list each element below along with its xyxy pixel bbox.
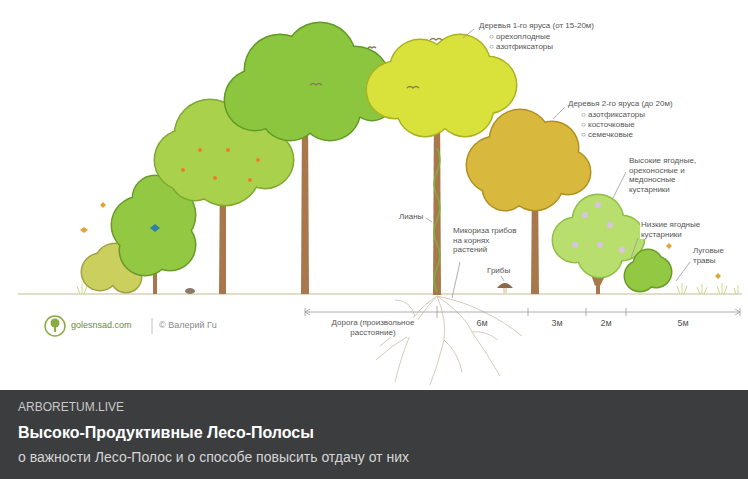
leader-lines [676,262,690,281]
leader-lines [452,262,460,298]
tree-crown [170,150,220,200]
tree-crown [198,148,202,152]
leader-lines [631,238,638,258]
tier-bullet: ○ семечковые [580,130,634,140]
shrub-crown [572,242,578,248]
dimension-label: 5м [676,318,689,329]
plant-label: Лианы [398,212,424,222]
caption-text: о важности Лесо-Полос и о способе повыси… [18,449,409,466]
tier-label: Деревья 1-го яруса (от 15-20м) [478,21,595,31]
leader-lines [463,29,474,38]
caption-bar: ARBORETUM.LIVE Высоко-Продуктивные Лесо-П… [0,390,748,479]
butterfly-icons [80,202,721,279]
tree-roots [395,300,415,316]
grass-tufts [717,283,727,294]
dimension-label: 2м [599,318,612,329]
tree-crown [181,123,260,182]
mushroom-icon [497,283,513,288]
tree-roots [376,296,522,385]
plant-label: Низкие ягодные кустарники [640,220,742,239]
logo-separator [152,318,153,334]
shrub-crown [578,233,622,277]
tree-crown [248,178,252,182]
site-logo [45,316,65,336]
shrub-crown [572,202,625,253]
bird-icons [368,47,376,48]
title-text: Высоко-Продуктивные Лесо-Полосы [18,423,314,442]
shrub-crown [624,249,673,293]
tier-label: Деревья 2-го яруса (до 20м) [567,99,674,109]
tree-crown [467,110,590,210]
leader-lines [501,276,504,281]
shrub-crown [624,249,673,293]
tree-crown [483,166,527,210]
tier-bullet: ○ косточковые [580,120,636,130]
tree-crown [181,168,185,172]
grass-tufts [677,283,687,294]
shrub-crown [597,242,603,248]
tree-crown [397,80,453,136]
dimension-line [305,306,740,318]
dimension-line [305,309,740,315]
dimension-label: 3м [550,318,563,329]
tier-bullet: ○ азотфиксаторы [488,42,554,52]
butterfly-icons [666,243,672,249]
grass-tufts [697,284,707,294]
tree-roots [472,332,498,340]
liana-vine [434,148,440,292]
dimension-line [305,312,740,313]
tier-bullet: ○ орехоплодные [488,32,551,42]
tier-bullet: ○ азотфиксаторы [580,110,646,120]
plant-label: Высокие ягодные, орехоносные и медоносны… [628,156,718,194]
shrub-crown [595,202,601,208]
plant-label: Микориза грибов на корнях растений [452,226,526,255]
tree-crown [226,148,230,152]
site-logo [54,326,56,332]
butterfly-icons [715,273,721,279]
grass-tufts [77,284,87,294]
tree-crown [150,224,160,232]
bird-icons [430,39,442,41]
tree-crown [466,109,592,212]
tree-roots [437,296,500,376]
leader-lines [553,107,565,119]
background [0,0,748,390]
site-watermark: golesnsad.com [70,320,133,331]
tree-trunks [153,100,613,295]
tree-roots [444,340,462,372]
shrub-crown [607,222,613,228]
tree-crown [213,176,217,180]
shrub-crown [619,247,625,253]
shrub-crown [582,212,588,218]
tree-crown [260,80,320,140]
hedgehog-icon [185,288,195,294]
dimension-label: 6м [475,318,488,329]
site-logo [45,316,65,336]
tree-crown [256,158,260,162]
plant-label: Луговые травы [692,246,742,265]
grass-tufts [734,285,738,294]
bird-icons [310,84,322,86]
dimension-label: Дорога (произвольное расстояние) [328,318,418,337]
tree-crown [120,225,170,275]
leader-lines [426,218,432,222]
mushroom-icon [497,283,513,294]
site-name: ARBORETUM.LIVE [18,400,124,414]
butterfly-icons [80,227,88,233]
copyright-watermark: © Валерий Гu [158,320,218,331]
tree-crown [466,109,592,212]
leader-lines [613,172,626,198]
plant-label: Грибы [486,266,511,276]
tree-roots [376,335,410,360]
dimension-line [305,306,740,318]
bird-icons [310,39,442,89]
bird-icons [407,87,419,89]
shrub-crown [634,250,662,278]
tree-roots [437,296,522,336]
tree-roots [395,296,437,382]
butterfly-icons [100,202,106,208]
